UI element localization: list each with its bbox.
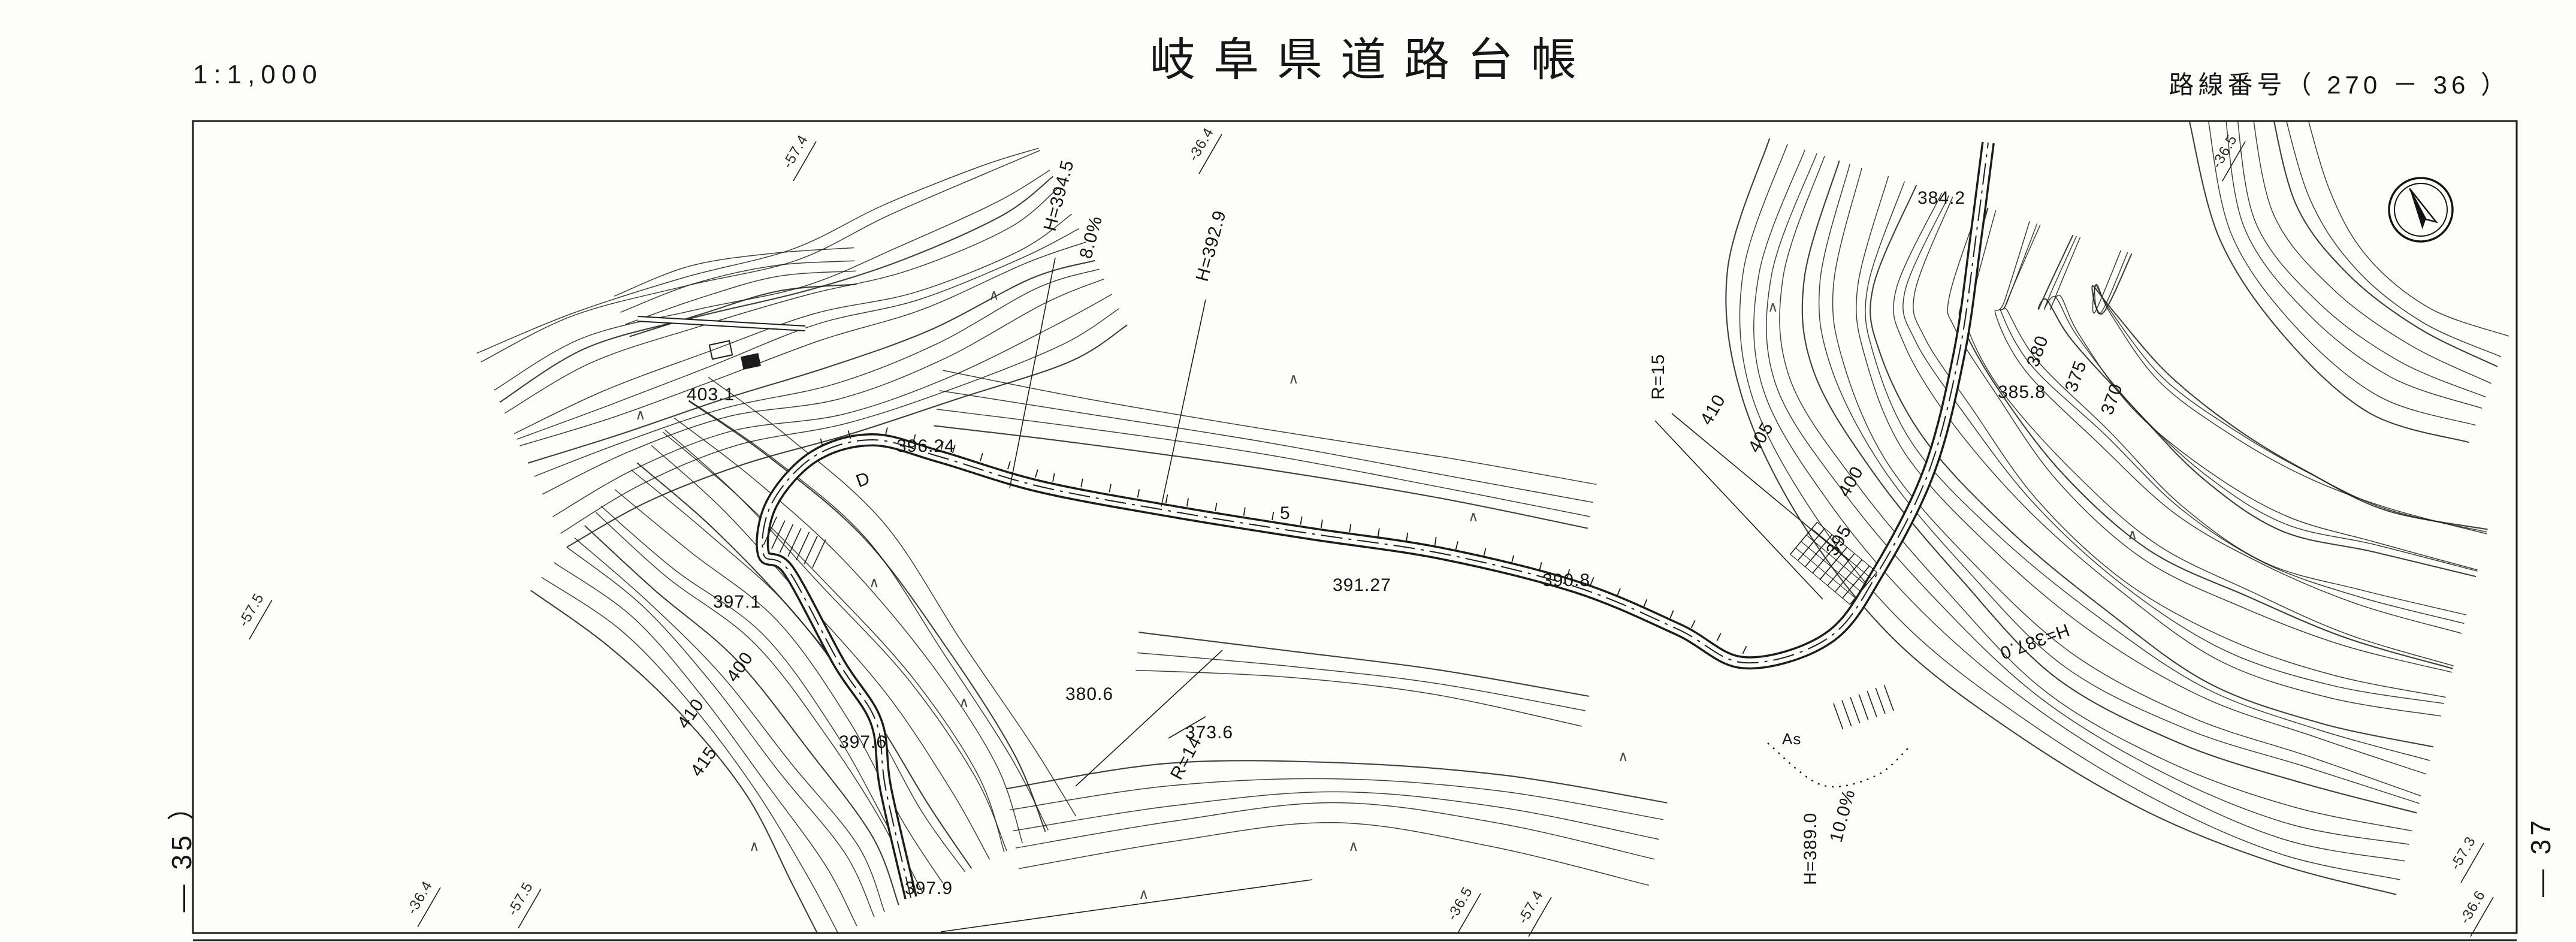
svg-text:∧: ∧ (749, 838, 760, 855)
page-title: 岐阜県道路台帳 (1150, 35, 1594, 86)
svg-text:∧: ∧ (1288, 370, 1299, 387)
route-number-label: 路線番号（ 270 － 36 ） (2169, 71, 2510, 99)
svg-text:∧: ∧ (869, 574, 880, 591)
svg-text:∧: ∧ (1348, 838, 1359, 855)
north-arrow-icon (2384, 173, 2458, 250)
svg-text:∧: ∧ (959, 694, 970, 711)
svg-text:∧: ∧ (1468, 508, 1479, 525)
svg-text:∧: ∧ (989, 286, 999, 303)
svg-text:∧: ∧ (1138, 886, 1149, 902)
svg-text:∧: ∧ (2127, 526, 2138, 543)
svg-text:∧: ∧ (1618, 748, 1629, 765)
svg-text:∧: ∧ (1768, 298, 1778, 315)
scale-label: 1:1,000 (193, 60, 323, 89)
svg-text:∧: ∧ (635, 406, 646, 423)
